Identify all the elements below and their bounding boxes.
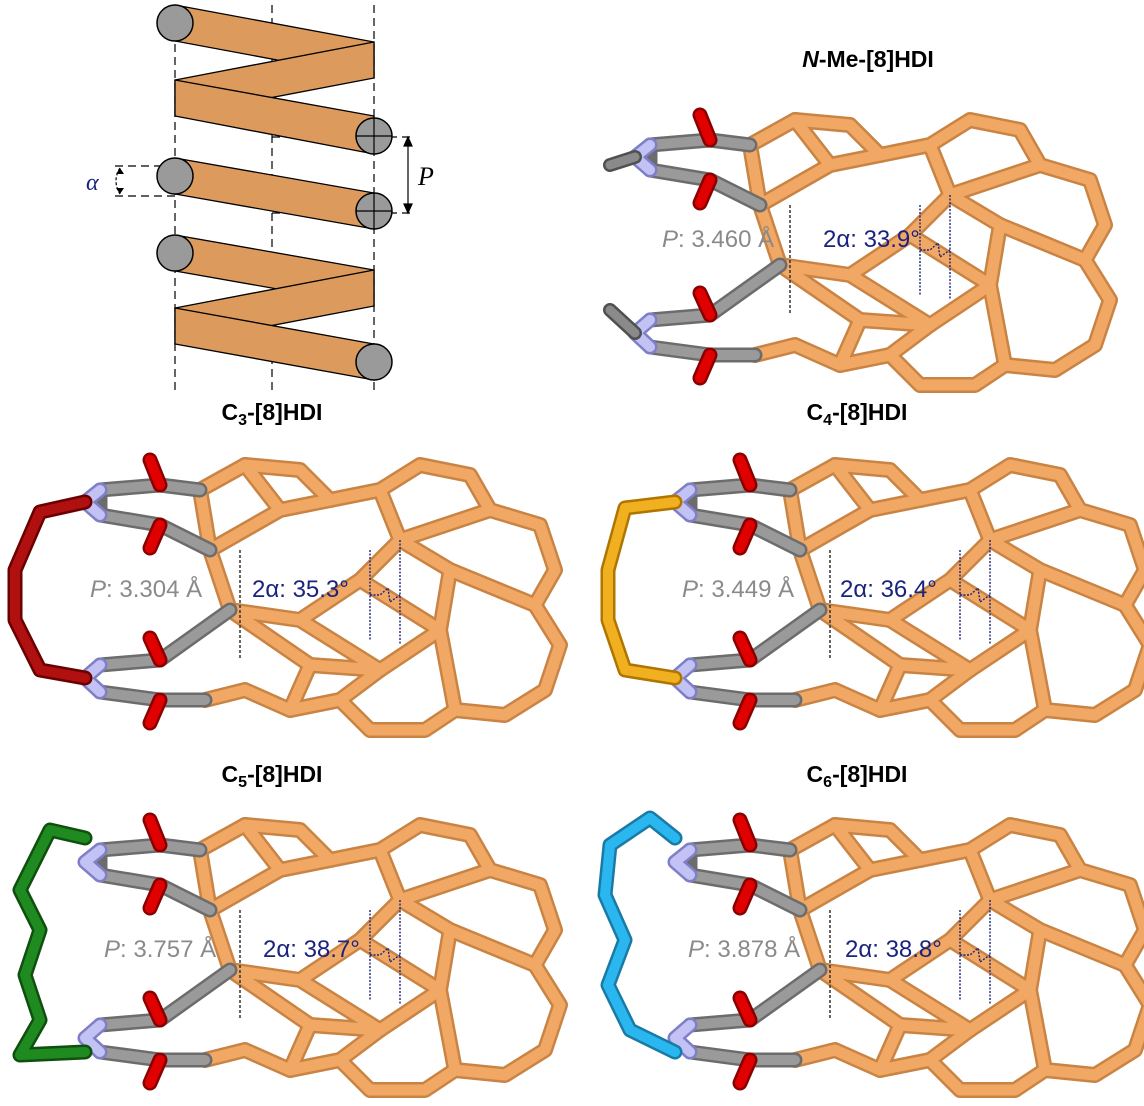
helix-rods: [174, 4, 375, 381]
helix-schematic: P α: [86, 4, 434, 390]
panel-c6: C6-[8]HDI P: 3.878 Å 2α: 38.8°: [597, 761, 1144, 1090]
pitch-arrow: [403, 135, 413, 215]
panel-c5: C5-[8]HDI P: 3.757 Å 2α: 38.7°: [12, 761, 560, 1090]
node-crosshairs: [356, 118, 392, 229]
molecule-structure: [597, 810, 1144, 1090]
panel-nme: N-Me-[8]HDI P: 3.460 Å 2α: 33.9°: [603, 46, 1110, 385]
pitch-measure: P: 3.878 Å: [688, 935, 800, 963]
angle-measure: 2α: 36.4°: [840, 576, 937, 603]
molecule-structure: [7, 460, 560, 730]
angle-measure: 2α: 35.3°: [252, 576, 349, 603]
molecule-structure: [12, 820, 560, 1090]
a-value: : 33.9°: [850, 226, 920, 253]
p-value: : 3.460 Å: [678, 225, 774, 253]
panel-title: N-Me-[8]HDI: [802, 46, 934, 72]
a-label: 2α: [823, 226, 850, 253]
pitch-measure: P: 3.449 Å: [682, 575, 794, 603]
panel-title: C3-[8]HDI: [222, 399, 323, 429]
panel-title: C6-[8]HDI: [807, 761, 908, 791]
panel-title: C4-[8]HDI: [807, 399, 908, 429]
molecule-structure: [600, 460, 1144, 730]
pitch-measure: P: 3.757 Å: [104, 935, 216, 963]
angle-measure: 2α: 38.8°: [845, 936, 942, 963]
pitch-label: P: [417, 162, 434, 191]
panel-c4: C4-[8]HDI P: 3.449 Å 2α: 36.4°: [600, 399, 1144, 730]
panel-c3: C3-[8]HDI P: 3.304 Å 2α: 35.3°: [7, 399, 560, 730]
title-suffix: -Me-[8]HDI: [819, 46, 934, 72]
molecule-structure: [603, 115, 1110, 385]
pitch-measure: P: 3.460 Å: [662, 225, 774, 253]
panel-title: C5-[8]HDI: [222, 761, 323, 791]
angle-measure: 2α: 38.7°: [263, 936, 360, 963]
title-prefix: N: [802, 46, 819, 72]
pitch-measure: P: 3.304 Å: [90, 575, 202, 603]
p-label: P: [662, 226, 678, 253]
angle-label: α: [86, 170, 99, 196]
angle-measure: 2α: 33.9°: [823, 226, 920, 253]
